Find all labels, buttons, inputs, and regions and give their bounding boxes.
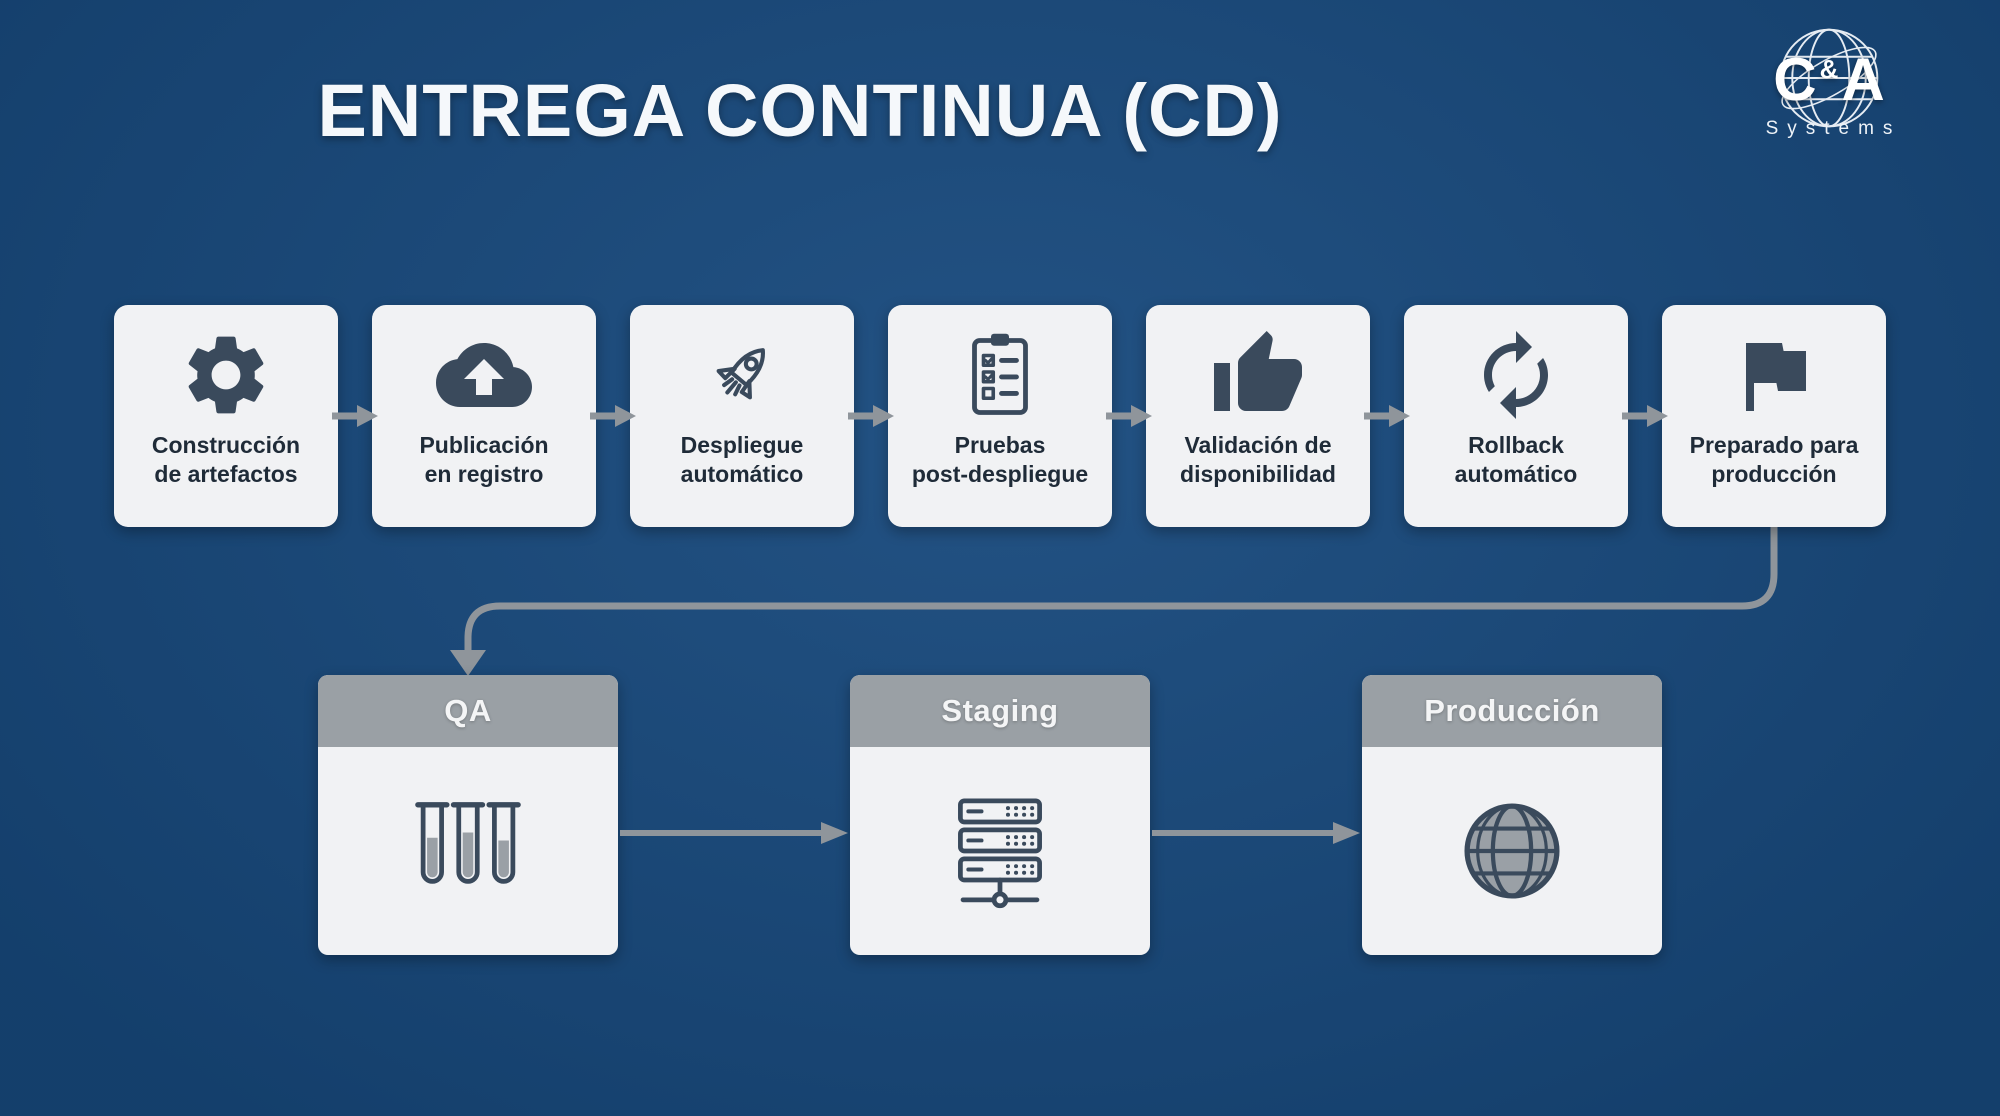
logo-wordmark: C & A [1773,50,1884,110]
env-card-staging: Staging [850,675,1150,955]
label-line: post-despliegue [911,461,1089,488]
label-line: disponibilidad [1180,461,1336,488]
step-label: Publicación en registro [419,431,548,490]
label-line: producción [1711,461,1837,488]
arrow-right-icon [590,405,636,427]
logo-letter-a: A [1841,46,1885,113]
logo-globe-icon [1779,28,1879,128]
logo-letter-c: C [1773,46,1817,113]
env-card-qa: QA [318,675,618,955]
environments-row: QA Staging [318,675,1662,955]
label-line: de artefactos [154,461,298,488]
step-label: Construcción de artefactos [152,431,300,490]
step-card-publicacion-registro: Publicación en registro [372,305,596,527]
env-body [1362,747,1662,955]
test-tubes-icon [415,802,521,884]
label-line: Validación de [1184,432,1332,458]
label-line: Construcción [151,432,301,458]
arrow-right-icon [1106,405,1152,427]
env-body [850,747,1150,955]
label-line: Despliegue [680,432,804,458]
label-line: Rollback [1468,432,1564,458]
logo-subtitle: Systems [1765,118,1902,139]
page-title: ENTREGA CONTINUA (CD) [317,69,1283,152]
env-header-qa: QA [318,675,618,747]
label-line: Preparado para [1689,432,1859,458]
label-line: automático [1454,461,1578,488]
thumbs-up-icon [1214,331,1302,411]
logo-ampersand: & [1819,54,1839,84]
arrow-right-icon [848,405,894,427]
clipboard-checklist-icon [972,333,1028,415]
step-card-preparado-produccion: Preparado para producción [1662,305,1886,527]
env-card-produccion: Producción [1362,675,1662,955]
label-line: Pruebas [954,432,1046,458]
env-body [318,747,618,955]
rollback-sync-icon [1484,331,1548,419]
flag-icon [1746,343,1806,411]
step-card-validacion-disponibilidad: Validación de disponibilidad [1146,305,1370,527]
step-label: Validación de disponibilidad [1180,431,1336,490]
label-line: Publicación [419,432,549,458]
arrow-right-icon [332,405,378,427]
step-card-despliegue-automatico: Despliegue automático [630,305,854,527]
arrow-right-icon [1622,405,1668,427]
step-label: Despliegue automático [681,431,804,490]
cloud-upload-icon [436,343,532,407]
arrow-right-icon [1364,405,1410,427]
label-line: en registro [424,461,544,488]
gear-icon [188,336,264,414]
arrow-right-icon [620,822,848,844]
step-card-construccion-artefactos: Construcción de artefactos [114,305,338,527]
step-card-pruebas-post-despliegue: Pruebas post-despliegue [888,305,1112,527]
label-line: automático [680,461,804,488]
step-card-rollback-automatico: Rollback automático [1404,305,1628,527]
globe-icon [1464,803,1560,899]
step-label: Pruebas post-despliegue [912,431,1088,490]
step-label: Rollback automático [1455,431,1578,490]
env-header-produccion: Producción [1362,675,1662,747]
brand-logo: C & A Systems [1714,18,1944,158]
server-stack-icon [958,798,1042,909]
step-label: Preparado para producción [1690,431,1859,490]
env-header-staging: Staging [850,675,1150,747]
rocket-icon [716,348,765,400]
pipeline-row: Construcción de artefactos Publicación e… [114,305,1886,527]
arrow-right-icon [1152,822,1360,844]
